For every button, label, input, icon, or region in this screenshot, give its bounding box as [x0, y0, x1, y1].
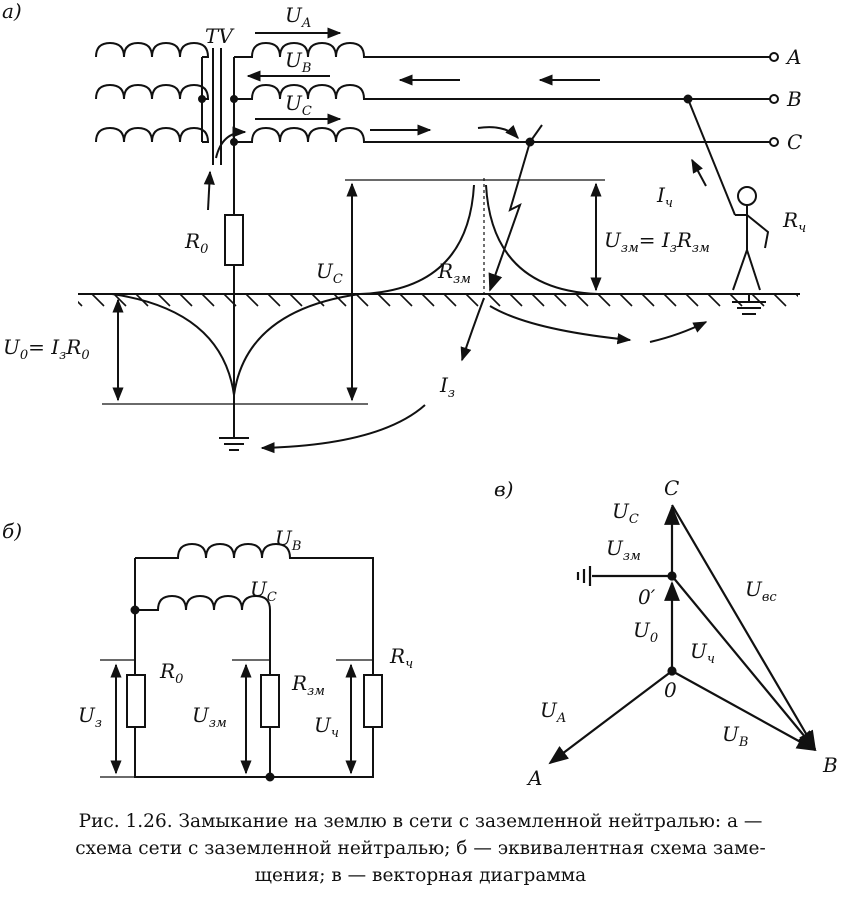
- label-c-ua: UA: [540, 698, 566, 726]
- person-figure: [732, 186, 770, 291]
- label-uc: UC: [285, 91, 312, 119]
- phase-label-a: A: [785, 45, 801, 69]
- potential-curve-fault: [359, 184, 475, 295]
- panel-b-tag: б): [2, 519, 22, 543]
- label-b-uzm: Uзм: [192, 703, 227, 731]
- point-0: 0: [664, 678, 677, 702]
- resistor-r0-b: [126, 674, 146, 728]
- resistor-rzm-b: [260, 674, 280, 728]
- winding-uc: [135, 594, 271, 777]
- terminal-b: [769, 94, 779, 104]
- label-ub: UB: [285, 48, 311, 76]
- primary-winding-a: [95, 41, 210, 58]
- panel-c-tag: в): [494, 477, 513, 501]
- figure-caption: Рис. 1.26. Замыкание на землю в сети с з…: [0, 808, 841, 889]
- label-rch: Rч: [782, 208, 806, 236]
- point-a: A: [526, 766, 542, 790]
- neutral-ground-icon: [219, 437, 249, 451]
- primary-winding-b: [95, 83, 210, 100]
- caption-line-2: схема сети с заземленной нейтралью; б — …: [75, 838, 766, 859]
- terminal-c: [769, 137, 779, 147]
- terminal-a: [769, 52, 779, 62]
- primary-winding-c: [95, 126, 210, 143]
- resistor-rch-b: [363, 674, 383, 728]
- label-b-rzm: Rзм: [291, 671, 325, 699]
- point-b: B: [822, 753, 838, 777]
- vector-ground-icon: [576, 566, 592, 586]
- label-uc-ground: UC: [316, 259, 343, 287]
- phase-label-c: C: [787, 130, 802, 154]
- label-c-u0: U0: [633, 618, 658, 646]
- potential-curve-neutral: [111, 293, 361, 396]
- label-c-ubc: Uвс: [745, 577, 777, 605]
- label-u0-equation: U0= IзR0: [3, 335, 90, 363]
- point-0-prime: 0′: [638, 585, 656, 609]
- label-uzm-equation: Uзм= IзRзм: [604, 228, 710, 256]
- label-ua: UA: [285, 3, 311, 31]
- transformer-label: TV: [205, 24, 235, 48]
- panel-b-equivalent-circuit: [100, 542, 383, 782]
- label-b-rch: Rч: [389, 644, 413, 672]
- label-rzm: Rзм: [437, 259, 471, 287]
- label-c-uc: UC: [612, 499, 639, 527]
- panel-a-tag: а): [2, 0, 22, 23]
- label-iz: Iз: [439, 373, 455, 401]
- resistor-r0: [224, 214, 244, 266]
- label-b-ub: UB: [275, 526, 301, 554]
- winding-ub: [135, 542, 300, 559]
- caption-line-1: Рис. 1.26. Замыкание на землю в сети с з…: [78, 811, 763, 832]
- phase-label-b: B: [786, 87, 802, 111]
- panel-c-vector-diagram: [548, 504, 817, 765]
- point-c: C: [664, 476, 679, 500]
- fault-lightning: [488, 141, 531, 292]
- label-b-r0: R0: [159, 659, 183, 687]
- label-b-uc: UC: [250, 577, 277, 605]
- label-b-uch: Uч: [314, 713, 339, 741]
- label-b-uz: Uз: [78, 703, 102, 731]
- label-r0: R0: [184, 229, 208, 257]
- caption-line-3: щения; в — векторная диаграмма: [254, 865, 587, 886]
- label-c-uch: Uч: [690, 639, 715, 667]
- label-ich: Iч: [656, 183, 673, 211]
- label-c-ub: UB: [722, 722, 748, 750]
- panel-a-network-diagram: [78, 27, 800, 454]
- label-c-uzm: Uзм: [606, 536, 641, 564]
